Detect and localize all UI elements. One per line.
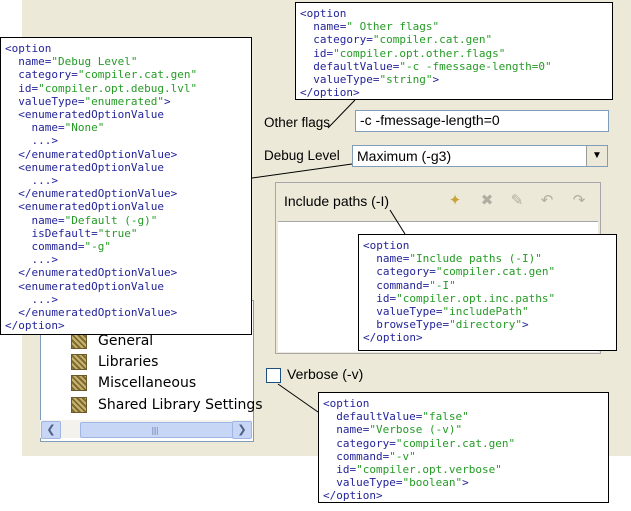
xml-line: </option> — [5, 319, 65, 333]
xml-line: command="-I" — [363, 278, 456, 292]
debug-level-label: Debug Level — [264, 148, 340, 163]
xml-line: name=" Other flags" — [300, 20, 440, 34]
debug-level-value: Maximum (-g3) — [357, 148, 452, 164]
tree-item-general[interactable]: General — [71, 331, 153, 351]
xml-line: name="None" — [5, 121, 105, 135]
delete-icon[interactable]: ✖ — [480, 192, 494, 209]
add-icon[interactable]: ✦ — [448, 192, 462, 209]
xml-line: <enumeratedOptionValue — [5, 279, 164, 293]
xml-line: </enumeratedOptionValue> — [5, 187, 178, 201]
xml-line: valueType="enumerated"> — [5, 94, 171, 108]
xml-line: id="compiler.opt.debug.lvl" — [5, 81, 198, 95]
verbose-checkbox[interactable] — [266, 368, 281, 383]
debug-level-select[interactable]: Maximum (-g3) ▼ — [352, 145, 608, 167]
tree-item-libraries[interactable]: Libraries — [71, 352, 158, 372]
xml-line: ...> — [5, 134, 58, 148]
xml-line: <option — [300, 7, 347, 20]
xml-line: category="compiler.cat.gen" — [5, 68, 198, 82]
grip-icon: |||| — [151, 426, 159, 435]
scroll-right-button[interactable]: ❯ — [232, 421, 252, 439]
scroll-thumb[interactable]: |||| — [80, 422, 236, 438]
xml-line: valueType="includePath" — [363, 305, 529, 319]
dropdown-arrow-icon[interactable]: ▼ — [586, 146, 607, 166]
xml-line: name="Include paths (-I)" — [363, 252, 542, 266]
xml-line: category="compiler.cat.gen" — [363, 265, 556, 279]
xml-line: <enumeratedOptionValue — [5, 200, 164, 214]
chevron-left-icon: ❮ — [46, 423, 56, 436]
tree-item-label: General — [98, 333, 154, 349]
xml-line: ...> — [5, 253, 58, 267]
xml-line: valueType="boolean"> — [323, 476, 469, 490]
xml-line: name="Verbose (-v)" — [323, 423, 463, 437]
xml-line: name="Default (-g)" — [5, 213, 158, 227]
xml-line: ...> — [5, 174, 58, 188]
move-up-icon[interactable]: ↶ — [540, 192, 554, 209]
xml-line: <enumeratedOptionValue — [5, 108, 164, 122]
move-down-icon[interactable]: ↷ — [572, 192, 586, 209]
include-paths-xml-callout: <option name="Include paths (-I)" catego… — [358, 234, 617, 351]
debug-level-xml-callout: <option name="Debug Level" category="com… — [0, 37, 252, 335]
settings-category-icon — [71, 354, 87, 370]
xml-line: </enumeratedOptionValue> — [5, 266, 178, 280]
edit-icon[interactable]: ✎ — [510, 192, 524, 209]
xml-line: defaultValue="-c -fmessage-length=0" — [300, 59, 552, 73]
settings-category-icon — [71, 375, 87, 391]
xml-line: <enumeratedOptionValue — [5, 160, 164, 174]
xml-line: <option — [323, 397, 370, 410]
xml-line: </enumeratedOptionValue> — [5, 147, 178, 161]
chevron-right-icon: ❯ — [237, 423, 247, 436]
xml-line: </option> — [300, 86, 360, 100]
tree-item-shared-library-settings[interactable]: Shared Library Settings — [71, 395, 263, 415]
xml-line: ...> — [5, 292, 58, 306]
xml-line: browseType="directory"> — [363, 318, 529, 332]
tree-item-label: Miscellaneous — [98, 375, 197, 391]
xml-line: <option — [363, 239, 410, 252]
tree-item-miscellaneous[interactable]: Miscellaneous — [71, 373, 196, 393]
tree-item-label: Libraries — [98, 354, 159, 370]
xml-line: name="Debug Level" — [5, 55, 138, 69]
xml-line: category="compiler.cat.gen" — [300, 33, 493, 47]
xml-line: </option> — [323, 489, 383, 503]
other-flags-field[interactable]: -c -fmessage-length=0 — [355, 110, 609, 132]
xml-line: category="compiler.cat.gen" — [323, 436, 516, 450]
xml-line: id="compiler.opt.verbose" — [323, 463, 502, 477]
xml-line: </enumeratedOptionValue> — [5, 306, 178, 320]
xml-line: command="-v" — [323, 449, 416, 463]
other-flags-xml-callout: <option name=" Other flags" category="co… — [295, 2, 613, 100]
xml-line: <option — [5, 42, 52, 55]
xml-line: isDefault="true" — [5, 226, 138, 240]
verbose-label: Verbose (-v) — [287, 366, 364, 382]
include-paths-title: Include paths (-I) — [284, 193, 390, 209]
xml-line: </option> — [363, 331, 423, 345]
tree-item-label: Shared Library Settings — [98, 397, 263, 413]
xml-line: command="-g" — [5, 240, 111, 254]
other-flags-label: Other flags — [264, 115, 331, 130]
scroll-left-button[interactable]: ❮ — [41, 421, 61, 439]
xml-line: defaultValue="false" — [323, 410, 469, 424]
settings-category-icon — [71, 333, 87, 349]
xml-line: id="compiler.opt.other.flags" — [300, 46, 506, 60]
settings-category-icon — [71, 397, 87, 413]
tree-horizontal-scrollbar[interactable]: ❮ |||| ❯ — [40, 420, 252, 439]
verbose-xml-callout: <option defaultValue="false" name="Verbo… — [318, 392, 609, 503]
xml-line: id="compiler.opt.inc.paths" — [363, 291, 556, 305]
xml-line: valueType="string"> — [300, 73, 440, 87]
